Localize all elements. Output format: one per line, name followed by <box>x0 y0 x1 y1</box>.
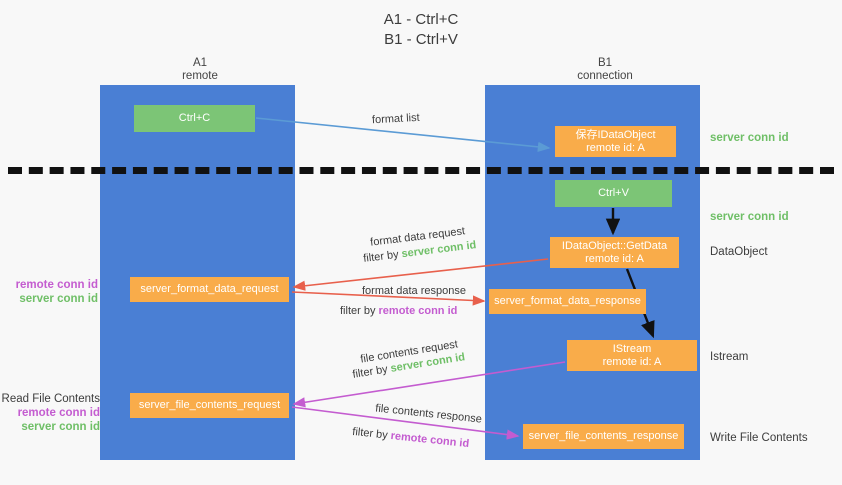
label-write-file-contents: Write File Contents <box>710 432 808 444</box>
filter-prefix: filter by <box>362 248 403 265</box>
title-line-1: A1 - Ctrl+C <box>383 11 459 28</box>
box-save-dataobject-line2: remote id: A <box>586 141 645 154</box>
label-format-server-conn-id: server conn id <box>19 293 98 305</box>
edge-label-file-contents-response: file contents response <box>374 402 483 426</box>
box-ctrl-v-label: Ctrl+V <box>598 187 629 199</box>
box-server-format-data-request[interactable]: server_format_data_request <box>130 277 289 302</box>
label-dataobject: DataObject <box>710 246 768 258</box>
label-format-conn-ids: remote conn id server conn id <box>0 278 98 306</box>
box-server-file-contents-request-label: server_file_contents_request <box>138 399 281 411</box>
box-istream[interactable]: IStream remote id: A <box>567 340 697 371</box>
box-getdata-line2: remote id: A <box>585 252 644 265</box>
filter-value-remote-conn-id: remote conn id <box>390 429 470 451</box>
box-server-file-contents-response[interactable]: server_file_contents_response <box>523 424 684 449</box>
edge-label-format-data-response-filter: filter by remote conn id <box>340 304 457 319</box>
title-line-2: B1 - Ctrl+V <box>384 31 458 48</box>
box-getdata[interactable]: IDataObject::GetData remote id: A <box>550 237 679 268</box>
edge-label-file-contents-response-filter: filter by remote conn id <box>352 425 470 452</box>
edge-label-format-data-response: format data response <box>362 285 466 297</box>
label-istream: Istream <box>710 351 749 363</box>
column-header-b1-role: connection <box>577 70 633 82</box>
column-header-a1-role: remote <box>182 70 218 82</box>
box-ctrl-v[interactable]: Ctrl+V <box>555 180 672 207</box>
filter-value-remote-conn-id: remote conn id <box>378 305 458 317</box>
column-header-b1: B1 connection <box>530 57 680 83</box>
box-server-format-data-request-label: server_format_data_request <box>140 283 279 295</box>
column-header-b1-name: B1 <box>597 57 613 69</box>
box-save-dataobject-line1: 保存IDataObject <box>575 128 656 141</box>
box-ctrl-c-label: Ctrl+C <box>178 112 211 124</box>
box-save-dataobject[interactable]: 保存IDataObject remote id: A <box>555 126 676 157</box>
label-format-remote-conn-id: remote conn id <box>15 279 98 291</box>
column-header-a1-name: A1 <box>192 57 208 69</box>
filter-prefix: filter by <box>351 425 392 442</box>
box-server-format-data-response-label: server_format_data_response <box>494 295 641 307</box>
filter-prefix: filter by <box>340 305 379 317</box>
label-file-remote-conn-id: remote conn id <box>17 407 100 419</box>
box-ctrl-c[interactable]: Ctrl+C <box>134 105 255 132</box>
phase-divider <box>8 167 834 174</box>
edge-label-format-list: format list <box>371 111 420 127</box>
box-server-file-contents-request[interactable]: server_file_contents_request <box>130 393 289 418</box>
column-header-a1: A1 remote <box>140 57 260 83</box>
box-server-file-contents-response-label: server_file_contents_response <box>528 430 679 442</box>
label-file-server-conn-id: server conn id <box>21 421 100 433</box>
label-read-file-contents: Read File Contents <box>1 393 100 405</box>
label-read-file-contents-group: Read File Contents remote conn id server… <box>0 392 100 434</box>
filter-prefix: filter by <box>351 362 392 381</box>
box-istream-line1: IStream <box>612 342 652 355</box>
label-server-conn-id-mid: server conn id <box>710 211 789 223</box>
page-title: A1 - Ctrl+C B1 - Ctrl+V <box>0 10 842 50</box>
box-istream-line2: remote id: A <box>602 355 662 368</box>
label-server-conn-id-top: server conn id <box>710 132 789 144</box>
box-getdata-line1: IDataObject::GetData <box>561 239 668 252</box>
box-server-format-data-response[interactable]: server_format_data_response <box>489 289 646 314</box>
